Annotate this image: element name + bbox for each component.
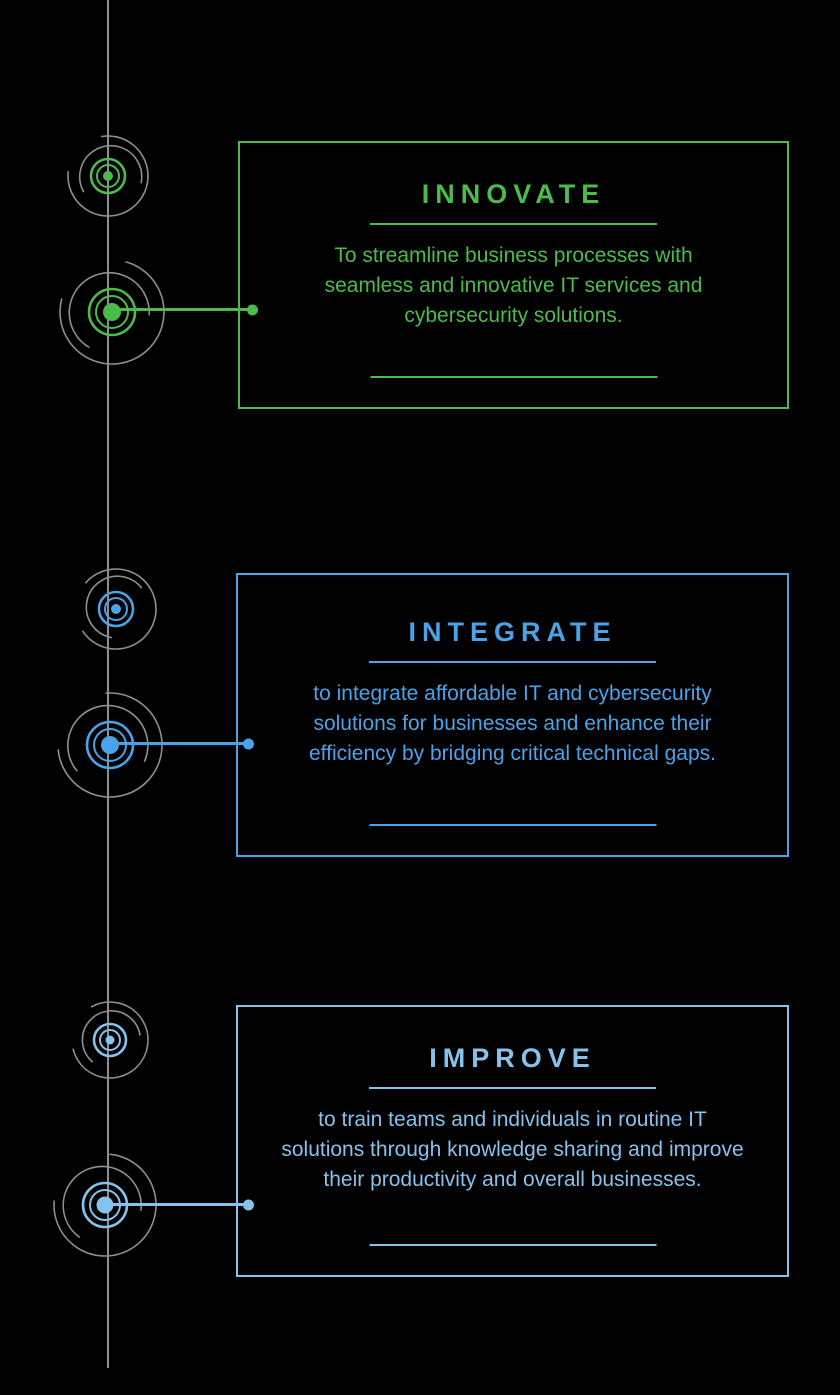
- connector-line-with-dot: [118, 742, 248, 745]
- description-line: efficiency by bridging critical technica…: [309, 742, 716, 765]
- description-line: cybersecurity solutions.: [404, 304, 623, 327]
- card-integrate: INTEGRATE to integrate affordable IT and…: [236, 573, 789, 857]
- description-line: to integrate affordable IT and cybersecu…: [313, 682, 712, 705]
- concentric-circles-small-icon: [73, 566, 159, 657]
- concentric-circles-large-icon: [54, 689, 166, 806]
- card-title: INNOVATE: [421, 179, 606, 209]
- description-line: solutions for businesses and enhance the…: [313, 712, 712, 735]
- concentric-circles-small-icon: [65, 133, 151, 224]
- concentric-circles-large-icon: [50, 1150, 160, 1265]
- connector-line-with-dot: [118, 308, 252, 311]
- card-title: INTEGRATE: [408, 617, 617, 647]
- title-underline: [369, 1087, 656, 1089]
- concentric-circles-small-icon: [69, 999, 151, 1086]
- timeline-vertical-line: [107, 0, 109, 1368]
- card-title: IMPROVE: [429, 1043, 596, 1073]
- connector-line-with-dot: [112, 1203, 248, 1206]
- description-line: their productivity and overall businesse…: [323, 1168, 702, 1191]
- card-description: To streamline business processes with se…: [284, 241, 744, 331]
- footer-line: [369, 1244, 656, 1246]
- description-line: To streamline business processes with: [334, 244, 693, 267]
- card-improve: IMPROVE to train teams and individuals i…: [236, 1005, 789, 1277]
- title-underline: [370, 223, 657, 225]
- footer-line: [369, 824, 656, 826]
- footer-line: [370, 376, 657, 378]
- concentric-circles-large-icon: [56, 256, 168, 373]
- title-underline: [369, 661, 656, 663]
- description-line: seamless and innovative IT services and: [324, 274, 703, 297]
- card-description: to integrate affordable IT and cybersecu…: [253, 679, 773, 769]
- card-description: to train teams and individuals in routin…: [243, 1105, 783, 1195]
- description-line: to train teams and individuals in routin…: [318, 1108, 707, 1131]
- description-line: solutions through knowledge sharing and …: [281, 1138, 744, 1161]
- card-innovate: INNOVATE To streamline business processe…: [238, 141, 789, 409]
